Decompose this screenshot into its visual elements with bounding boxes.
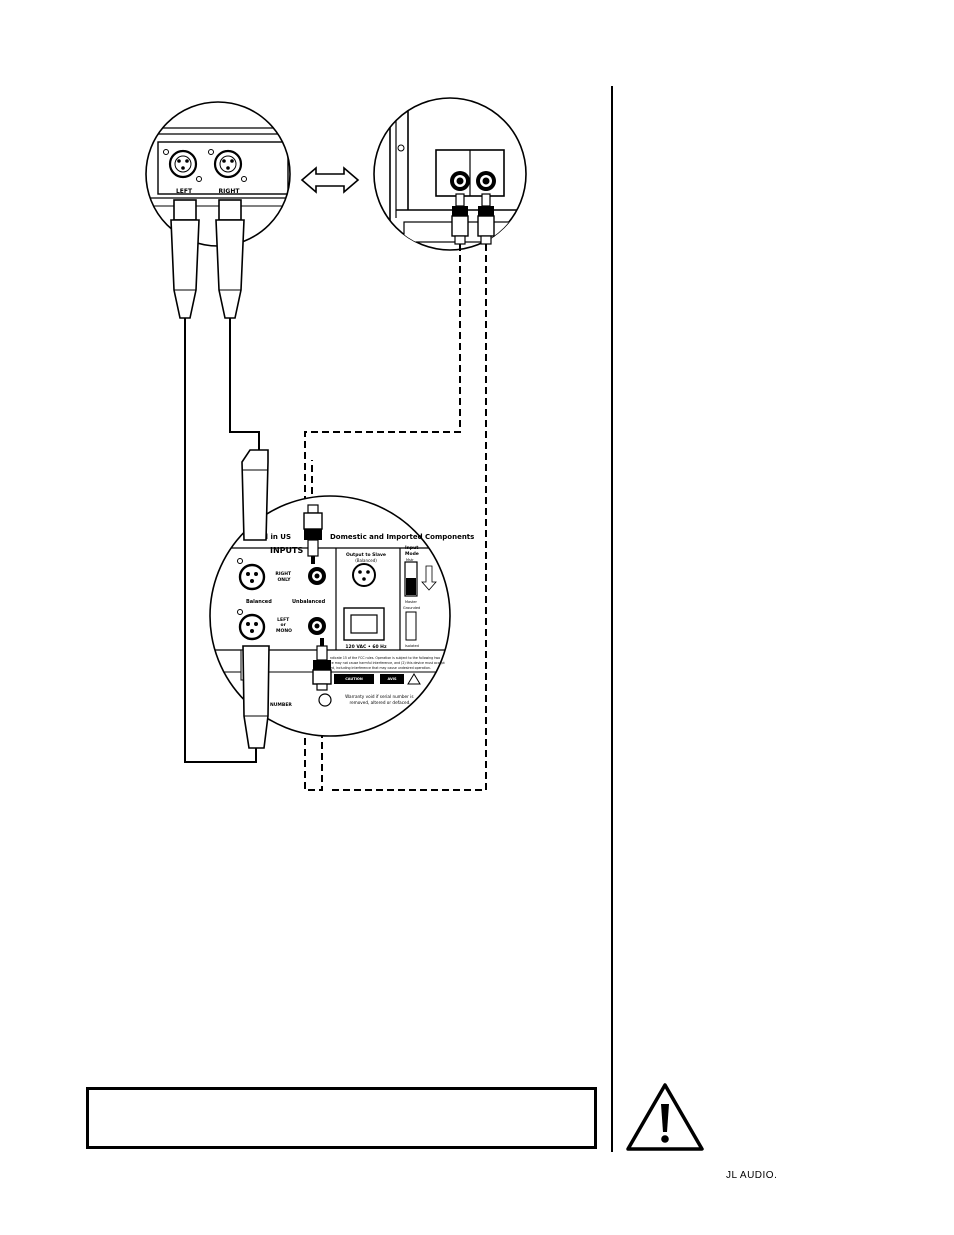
xlr-plug-right — [215, 199, 245, 319]
rca-jack-left — [450, 171, 470, 191]
output-title: Output to Slave — [346, 552, 386, 558]
output-sub: (Balanced) — [355, 558, 377, 563]
xlr-jack-right — [208, 149, 247, 182]
unbalanced-label: Unbalanced — [292, 599, 326, 605]
avis-label: AVIS — [387, 677, 396, 681]
sub-xlr-output-jack — [352, 563, 376, 587]
balanced-cable-paths — [184, 318, 260, 763]
sub-xlr-plug-bottom — [242, 645, 270, 749]
sub-rca-left-jack — [308, 617, 326, 635]
serial-label: NUMBER — [270, 702, 292, 708]
sub-rca-right-jack — [308, 567, 326, 585]
right-only-label: RIGHT ONLY — [275, 571, 292, 583]
warning-icon — [626, 1083, 704, 1151]
balanced-label: Balanced — [246, 599, 272, 605]
made-in-text: d in US — [263, 533, 291, 541]
xlr-right-label: RIGHT — [219, 188, 241, 195]
xlr-jack-left — [163, 149, 202, 182]
note-box — [86, 1087, 597, 1149]
rca-plug-right — [477, 193, 495, 245]
grounded-label: Grounded — [403, 606, 420, 610]
fcc-text: ndicate 15 of the FCC rules. Operation i… — [330, 656, 446, 670]
column-divider — [611, 86, 613, 1152]
isolated-label: Isolated — [405, 644, 419, 648]
input-mode-label: Input Mode — [405, 545, 420, 557]
sub-rca-plug-bottom — [312, 638, 332, 691]
xlr-left-label: LEFT — [176, 188, 193, 195]
xlr-plug-left — [170, 199, 200, 319]
inputs-title: INPUTS — [270, 546, 303, 555]
sub-panel-detail: d in US Domestic and Imported Components… — [209, 495, 474, 737]
warranty-text: Warranty void if serial number is remove… — [345, 694, 415, 705]
sub-xlr-plug-top — [241, 449, 269, 541]
sub-xlr-right-jack — [237, 558, 266, 591]
double-arrow-icon — [300, 166, 360, 194]
master-label: Master — [405, 600, 418, 604]
left-mono-label: LEFT or MONO — [276, 617, 292, 634]
power-label: 120 VAC • 60 Hz — [345, 644, 387, 650]
rca-jack-right — [476, 171, 496, 191]
sub-xlr-left-jack — [237, 609, 266, 641]
rca-plug-left — [451, 193, 469, 245]
sub-rca-plug-top — [303, 504, 323, 564]
brand-logo: JL AUDIO. — [726, 1170, 778, 1181]
caution-label: CAUTION — [345, 677, 363, 681]
master-top-label: Mstr — [406, 558, 414, 562]
components-text: Domestic and Imported Components — [330, 533, 474, 541]
